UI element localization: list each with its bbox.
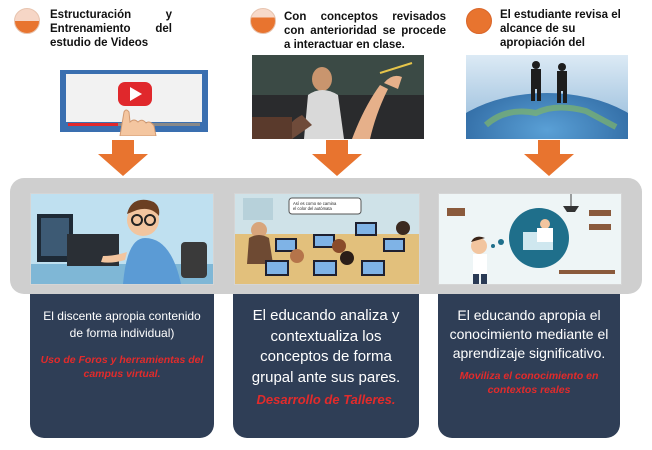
step-3-header: El estudiante revisa el alcance de su ap… bbox=[466, 6, 636, 60]
step-1-card: El discente apropia contenido de forma i… bbox=[30, 294, 214, 438]
step-1-header: Estructuración y Entrenamiento del estud… bbox=[14, 6, 174, 60]
business-globe-photo bbox=[466, 55, 628, 139]
step-1-description: El discente apropia contenido de forma i… bbox=[43, 309, 201, 340]
play-icon bbox=[118, 82, 152, 106]
progress-circle-icon bbox=[250, 8, 276, 34]
arrow-down-icon bbox=[98, 140, 148, 176]
svg-text:el color del autómata: el color del autómata bbox=[293, 206, 333, 211]
progress-circle-icon bbox=[14, 8, 40, 34]
step-2-header: Con conceptos revisados con anterioridad… bbox=[250, 6, 450, 60]
arrow-down-icon bbox=[524, 140, 574, 176]
step-3-header-text: El estudiante revisa el alcance de su ap… bbox=[500, 9, 621, 49]
student-computer-illustration bbox=[30, 193, 214, 285]
svg-text:Así es como se camina: Así es como se camina bbox=[293, 201, 337, 206]
step-1-highlight: Uso de Foros y herramientas del campus v… bbox=[40, 354, 204, 380]
progress-circle-icon bbox=[466, 8, 492, 34]
step-3-card: El educando apropia el conocimiento medi… bbox=[438, 294, 620, 438]
step-2-card: El educando analiza y contextualiza los … bbox=[233, 294, 419, 438]
classroom-laptops-illustration: Así es como se camina el color del autóm… bbox=[234, 193, 420, 285]
video-player-image bbox=[58, 68, 210, 136]
step-3-highlight: Moviliza el conocimiento en contextos re… bbox=[459, 370, 599, 396]
step-2-highlight: Desarrollo de Talleres. bbox=[256, 392, 396, 407]
step-1-header-text: Estructuración y Entrenamiento del estud… bbox=[50, 9, 172, 49]
student-thinking-illustration bbox=[438, 193, 622, 285]
step-3-description: El educando apropia el conocimiento medi… bbox=[449, 307, 609, 361]
arrow-down-icon bbox=[312, 140, 362, 176]
classroom-photo bbox=[252, 55, 424, 139]
step-2-header-text: Con conceptos revisados con anterioridad… bbox=[284, 11, 446, 51]
step-2-description: El educando analiza y contextualiza los … bbox=[251, 307, 401, 386]
